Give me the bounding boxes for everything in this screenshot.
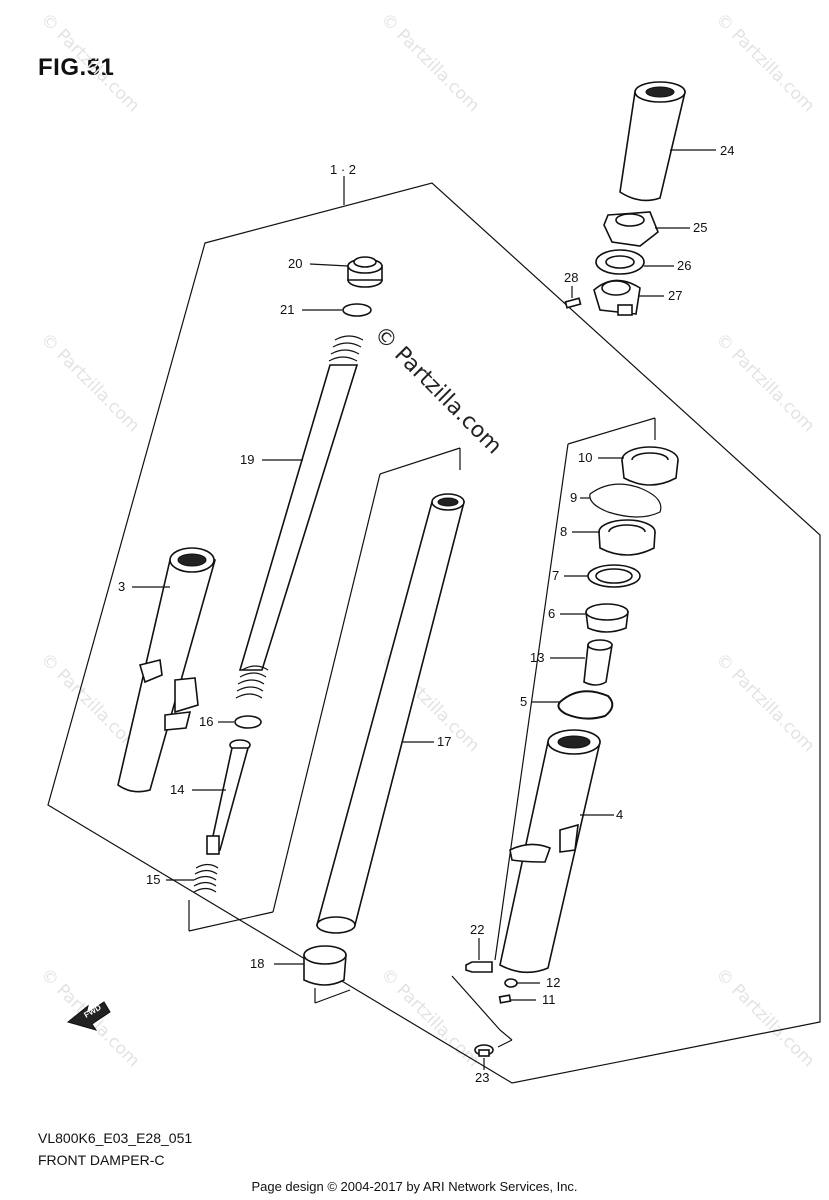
part-16-ring	[234, 715, 262, 729]
callout-15: 15	[146, 872, 160, 887]
callout-1-2: 1 · 2	[330, 162, 356, 177]
part-20-cap-bolt	[347, 256, 383, 288]
part-28-bolt	[564, 297, 582, 309]
part-26-washer	[595, 249, 645, 275]
callout-23: 23	[475, 1070, 489, 1085]
callout-16: 16	[199, 714, 213, 729]
part-24-tube	[619, 81, 686, 202]
part-4-outer-tube-right	[499, 729, 601, 974]
part-9-stopper-ring	[589, 483, 662, 518]
watermark: © Partzilla.com	[36, 9, 143, 116]
callout-12: 12	[546, 975, 560, 990]
figure-name: FRONT DAMPER-C	[38, 1152, 165, 1168]
callout-7: 7	[552, 568, 559, 583]
part-7-washer	[587, 564, 641, 588]
callout-4: 4	[616, 807, 623, 822]
part-21-o-ring	[342, 303, 372, 317]
part-12-washer	[504, 978, 518, 988]
callout-27: 27	[668, 288, 682, 303]
copyright-notice: Page design © 2004-2017 by ARI Network S…	[251, 1179, 578, 1194]
part-23-plug	[474, 1044, 494, 1057]
watermark: © Partzilla.com	[36, 329, 143, 436]
figure-title: FIG.51	[38, 54, 115, 81]
part-15-rebound-spring	[193, 863, 219, 893]
callout-8: 8	[560, 524, 567, 539]
part-10-dust-seal	[621, 446, 679, 486]
callout-26: 26	[677, 258, 691, 273]
watermark: © Partzilla.com	[376, 964, 483, 1071]
part-11-screw	[498, 994, 512, 1004]
callout-21: 21	[280, 302, 294, 317]
watermark: © Partzilla.com	[711, 964, 818, 1071]
watermark: © Partzilla.com	[711, 329, 818, 436]
callout-17: 17	[437, 734, 451, 749]
callout-5: 5	[520, 694, 527, 709]
part-19-fork-spring	[235, 335, 364, 699]
part-27-clamp	[593, 279, 641, 316]
callout-22: 22	[470, 922, 484, 937]
watermark: © Partzilla.com	[376, 9, 483, 116]
part-5-circlip	[557, 690, 614, 720]
watermark: © Partzilla.com	[711, 9, 818, 116]
callout-14: 14	[170, 782, 184, 797]
part-8-oil-seal	[598, 519, 656, 556]
part-22-axle-bolt	[465, 961, 493, 973]
figure-model-code: VL800K6_E03_E28_051	[38, 1130, 193, 1146]
part-25-nut	[603, 211, 659, 247]
watermark-center: © Partzilla.com	[369, 322, 507, 460]
callout-20: 20	[288, 256, 302, 271]
part-13-spacer	[583, 639, 613, 686]
watermark: © Partzilla.com	[36, 649, 143, 756]
callout-labels: 1 · 2 3 4 5 6 7 8 9 10 11 12 13 14 15 16…	[118, 143, 734, 1085]
callout-19: 19	[240, 452, 254, 467]
watermark: © Partzilla.com	[711, 649, 818, 756]
part-18-bushing	[303, 945, 347, 986]
callout-18: 18	[250, 956, 264, 971]
callout-24: 24	[720, 143, 734, 158]
callout-11: 11	[542, 992, 556, 1007]
callout-6: 6	[548, 606, 555, 621]
callout-10: 10	[578, 450, 592, 465]
part-14-damper-rod	[206, 739, 251, 855]
fwd-arrow-icon: FWD	[66, 1001, 111, 1031]
part-3-outer-tube-left	[117, 547, 216, 793]
part-17-inner-tube	[315, 493, 466, 934]
callout-25: 25	[693, 220, 707, 235]
callout-13: 13	[530, 650, 544, 665]
callout-9: 9	[570, 490, 577, 505]
callout-28: 28	[564, 270, 578, 285]
part-6-guide-bushing	[585, 603, 629, 633]
assembly-boundary	[47, 182, 821, 1084]
callout-3: 3	[118, 579, 125, 594]
